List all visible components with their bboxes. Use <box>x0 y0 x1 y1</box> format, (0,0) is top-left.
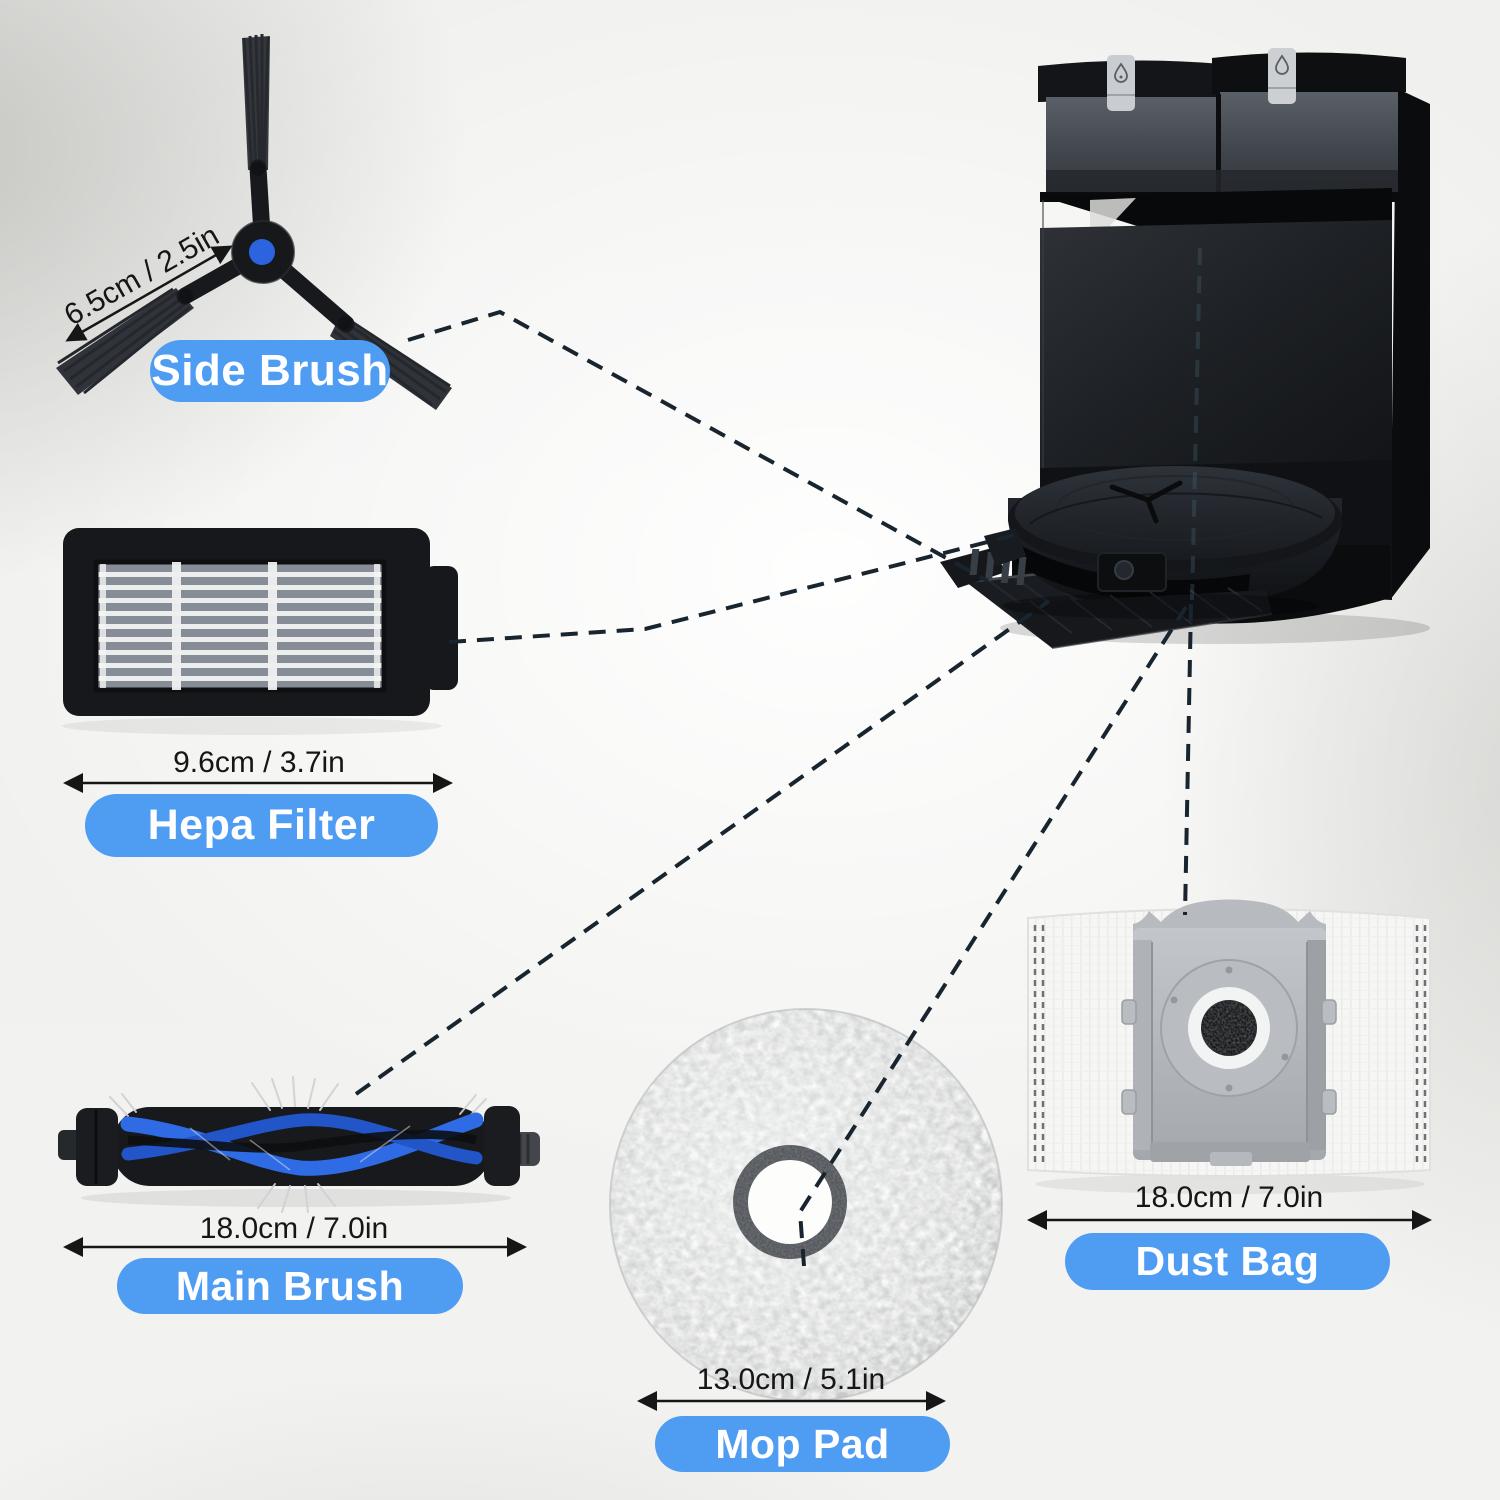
connector-dust-bag <box>1183 603 1193 916</box>
main-brush-illustration <box>58 1076 540 1213</box>
mop-pad-dimension: 13.0cm / 5.1in <box>696 1363 886 1396</box>
dust-bag-dimension: 18.0cm / 7.0in <box>1134 1181 1324 1214</box>
side-brush-hub-dot <box>249 239 275 265</box>
side-brush-label: Side Brush <box>150 340 390 402</box>
left-tank-clip <box>1107 55 1135 111</box>
mop-pad-label: Mop Pad <box>655 1416 950 1472</box>
main-brush-label: Main Brush <box>117 1258 463 1314</box>
dust-bag-label: Dust Bag <box>1065 1233 1390 1290</box>
clean-water-drop-icon <box>1275 54 1289 75</box>
connector-mop-pad <box>797 605 1188 1267</box>
connector-side-brush <box>407 309 989 583</box>
dock-ramp-front <box>1002 587 1318 649</box>
side-brush-illustration <box>56 34 452 410</box>
dust-bag-illustration <box>1027 899 1431 1194</box>
robot-vacuum-illustration <box>969 466 1342 606</box>
main-brush-dimension: 18.0cm / 7.0in <box>199 1212 389 1245</box>
robot-logo <box>1109 480 1183 524</box>
side-brush-dimension-arrow <box>65 245 233 342</box>
hepa-filter-label: Hepa Filter <box>85 794 438 857</box>
connector-hepa-filter <box>448 532 1020 644</box>
connector-main-brush <box>354 599 1051 1096</box>
hepa-filter-dimension: 9.6cm / 3.7in <box>173 746 345 779</box>
hepa-filter-illustration <box>62 528 458 735</box>
connector-dust-bag-upper <box>1190 247 1202 601</box>
dirty-water-drop-icon <box>1114 62 1128 83</box>
right-tank-clip <box>1268 48 1296 104</box>
robot-camera-lens <box>1114 560 1134 580</box>
